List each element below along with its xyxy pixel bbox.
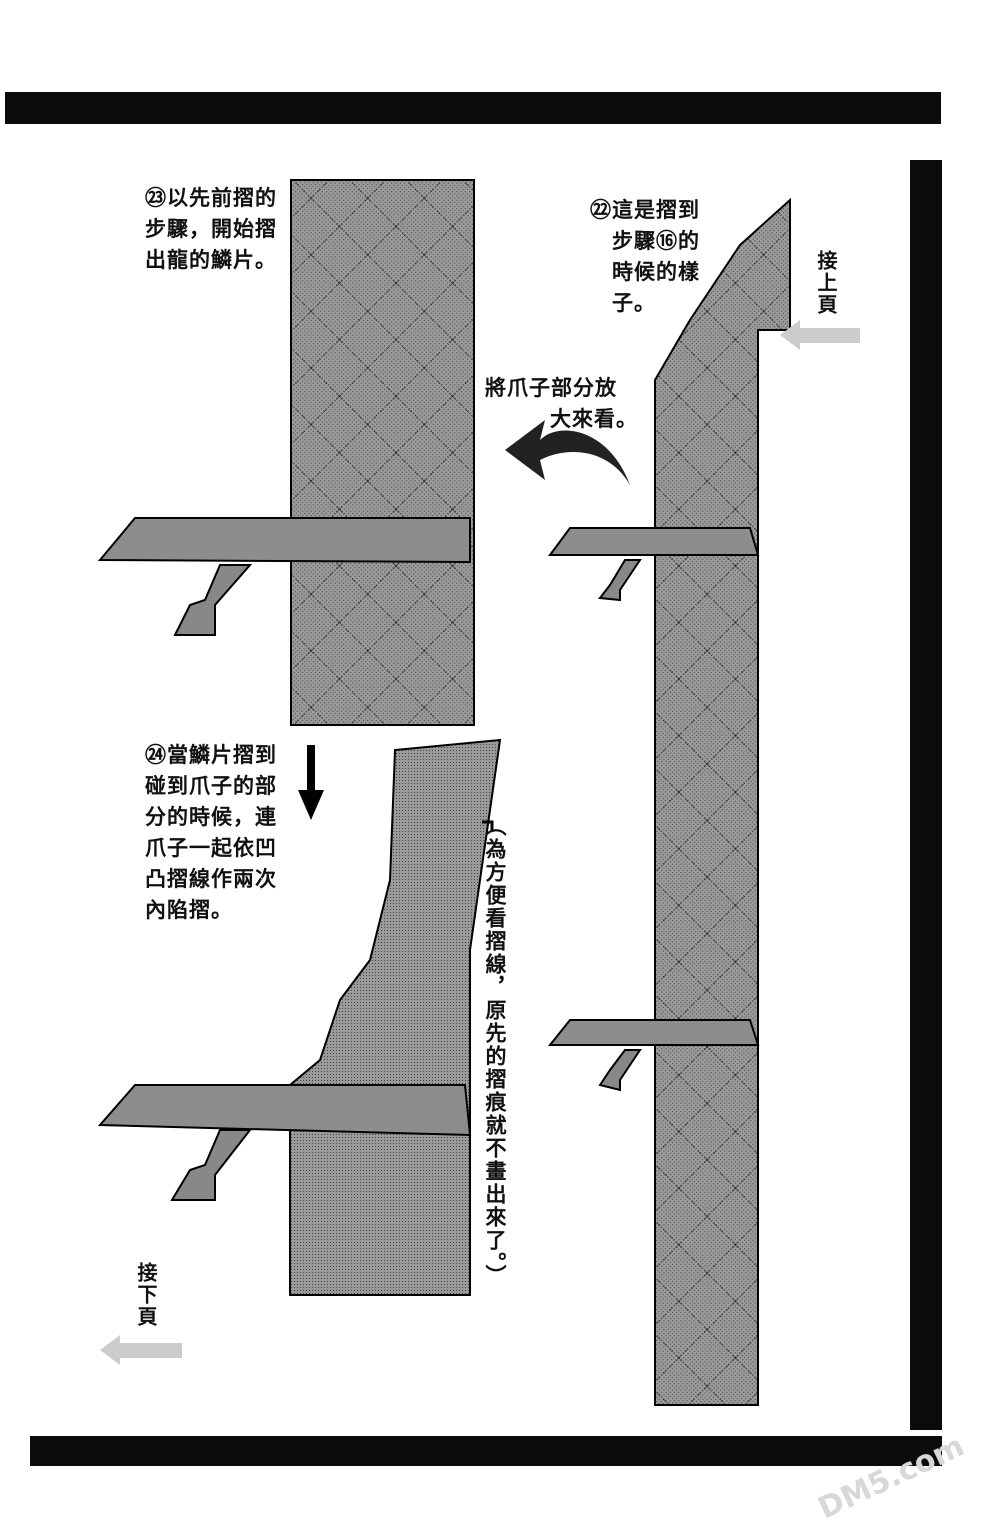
caption-line: 凸摺線作兩次 [145, 867, 277, 891]
caption-line: 將爪子部分放 [485, 376, 617, 400]
step24-diagram [97, 738, 502, 1296]
right-border-bar [910, 160, 942, 1430]
step22-caption: ㉒這是摺到 步驟⑯的 時候的樣 子。 [590, 195, 700, 319]
top-border-bar [5, 92, 941, 124]
caption-line: 爪子一起依凹 [145, 836, 277, 860]
fold-marker-icon [482, 820, 494, 832]
caption-line: 出龍的鱗片。 [145, 248, 277, 272]
caption-line: ㉓以先前摺的 [145, 186, 277, 210]
caption-line: 子。 [612, 291, 656, 315]
prev-page-arrow-icon [780, 320, 860, 350]
caption-line: 大來看。 [550, 407, 638, 431]
down-arrow-icon [298, 745, 324, 820]
next-page-label[interactable]: 接下頁 [134, 1262, 158, 1328]
prev-page-label[interactable]: 接上頁 [814, 250, 838, 316]
bottom-border-bar [30, 1436, 942, 1466]
caption-line: 碰到爪子的部 [145, 774, 277, 798]
caption-line: 步驟，開始摺 [145, 217, 277, 241]
crease-note: （為方便看摺線，原先的摺痕就不畫出來了。） [483, 815, 507, 1288]
next-page-arrow-icon [100, 1335, 182, 1365]
caption-line: 分的時候，連 [145, 805, 277, 829]
step23-diagram [97, 179, 475, 726]
caption-line: ㉒這是摺到 [590, 198, 700, 222]
caption-line: 時候的樣 [612, 260, 700, 284]
zoom-note: 將爪子部分放 大來看。 [485, 373, 638, 435]
curved-arrow-icon [505, 420, 630, 485]
step22-diagram [547, 197, 791, 1406]
step24-caption: ㉔當鱗片摺到 碰到爪子的部 分的時候，連 爪子一起依凹 凸摺線作兩次 內陷摺。 [145, 740, 277, 926]
caption-line: 步驟⑯的 [612, 229, 700, 253]
caption-line: ㉔當鱗片摺到 [145, 743, 277, 767]
step23-caption: ㉓以先前摺的 步驟，開始摺 出龍的鱗片。 [145, 183, 277, 276]
caption-line: 內陷摺。 [145, 898, 233, 922]
